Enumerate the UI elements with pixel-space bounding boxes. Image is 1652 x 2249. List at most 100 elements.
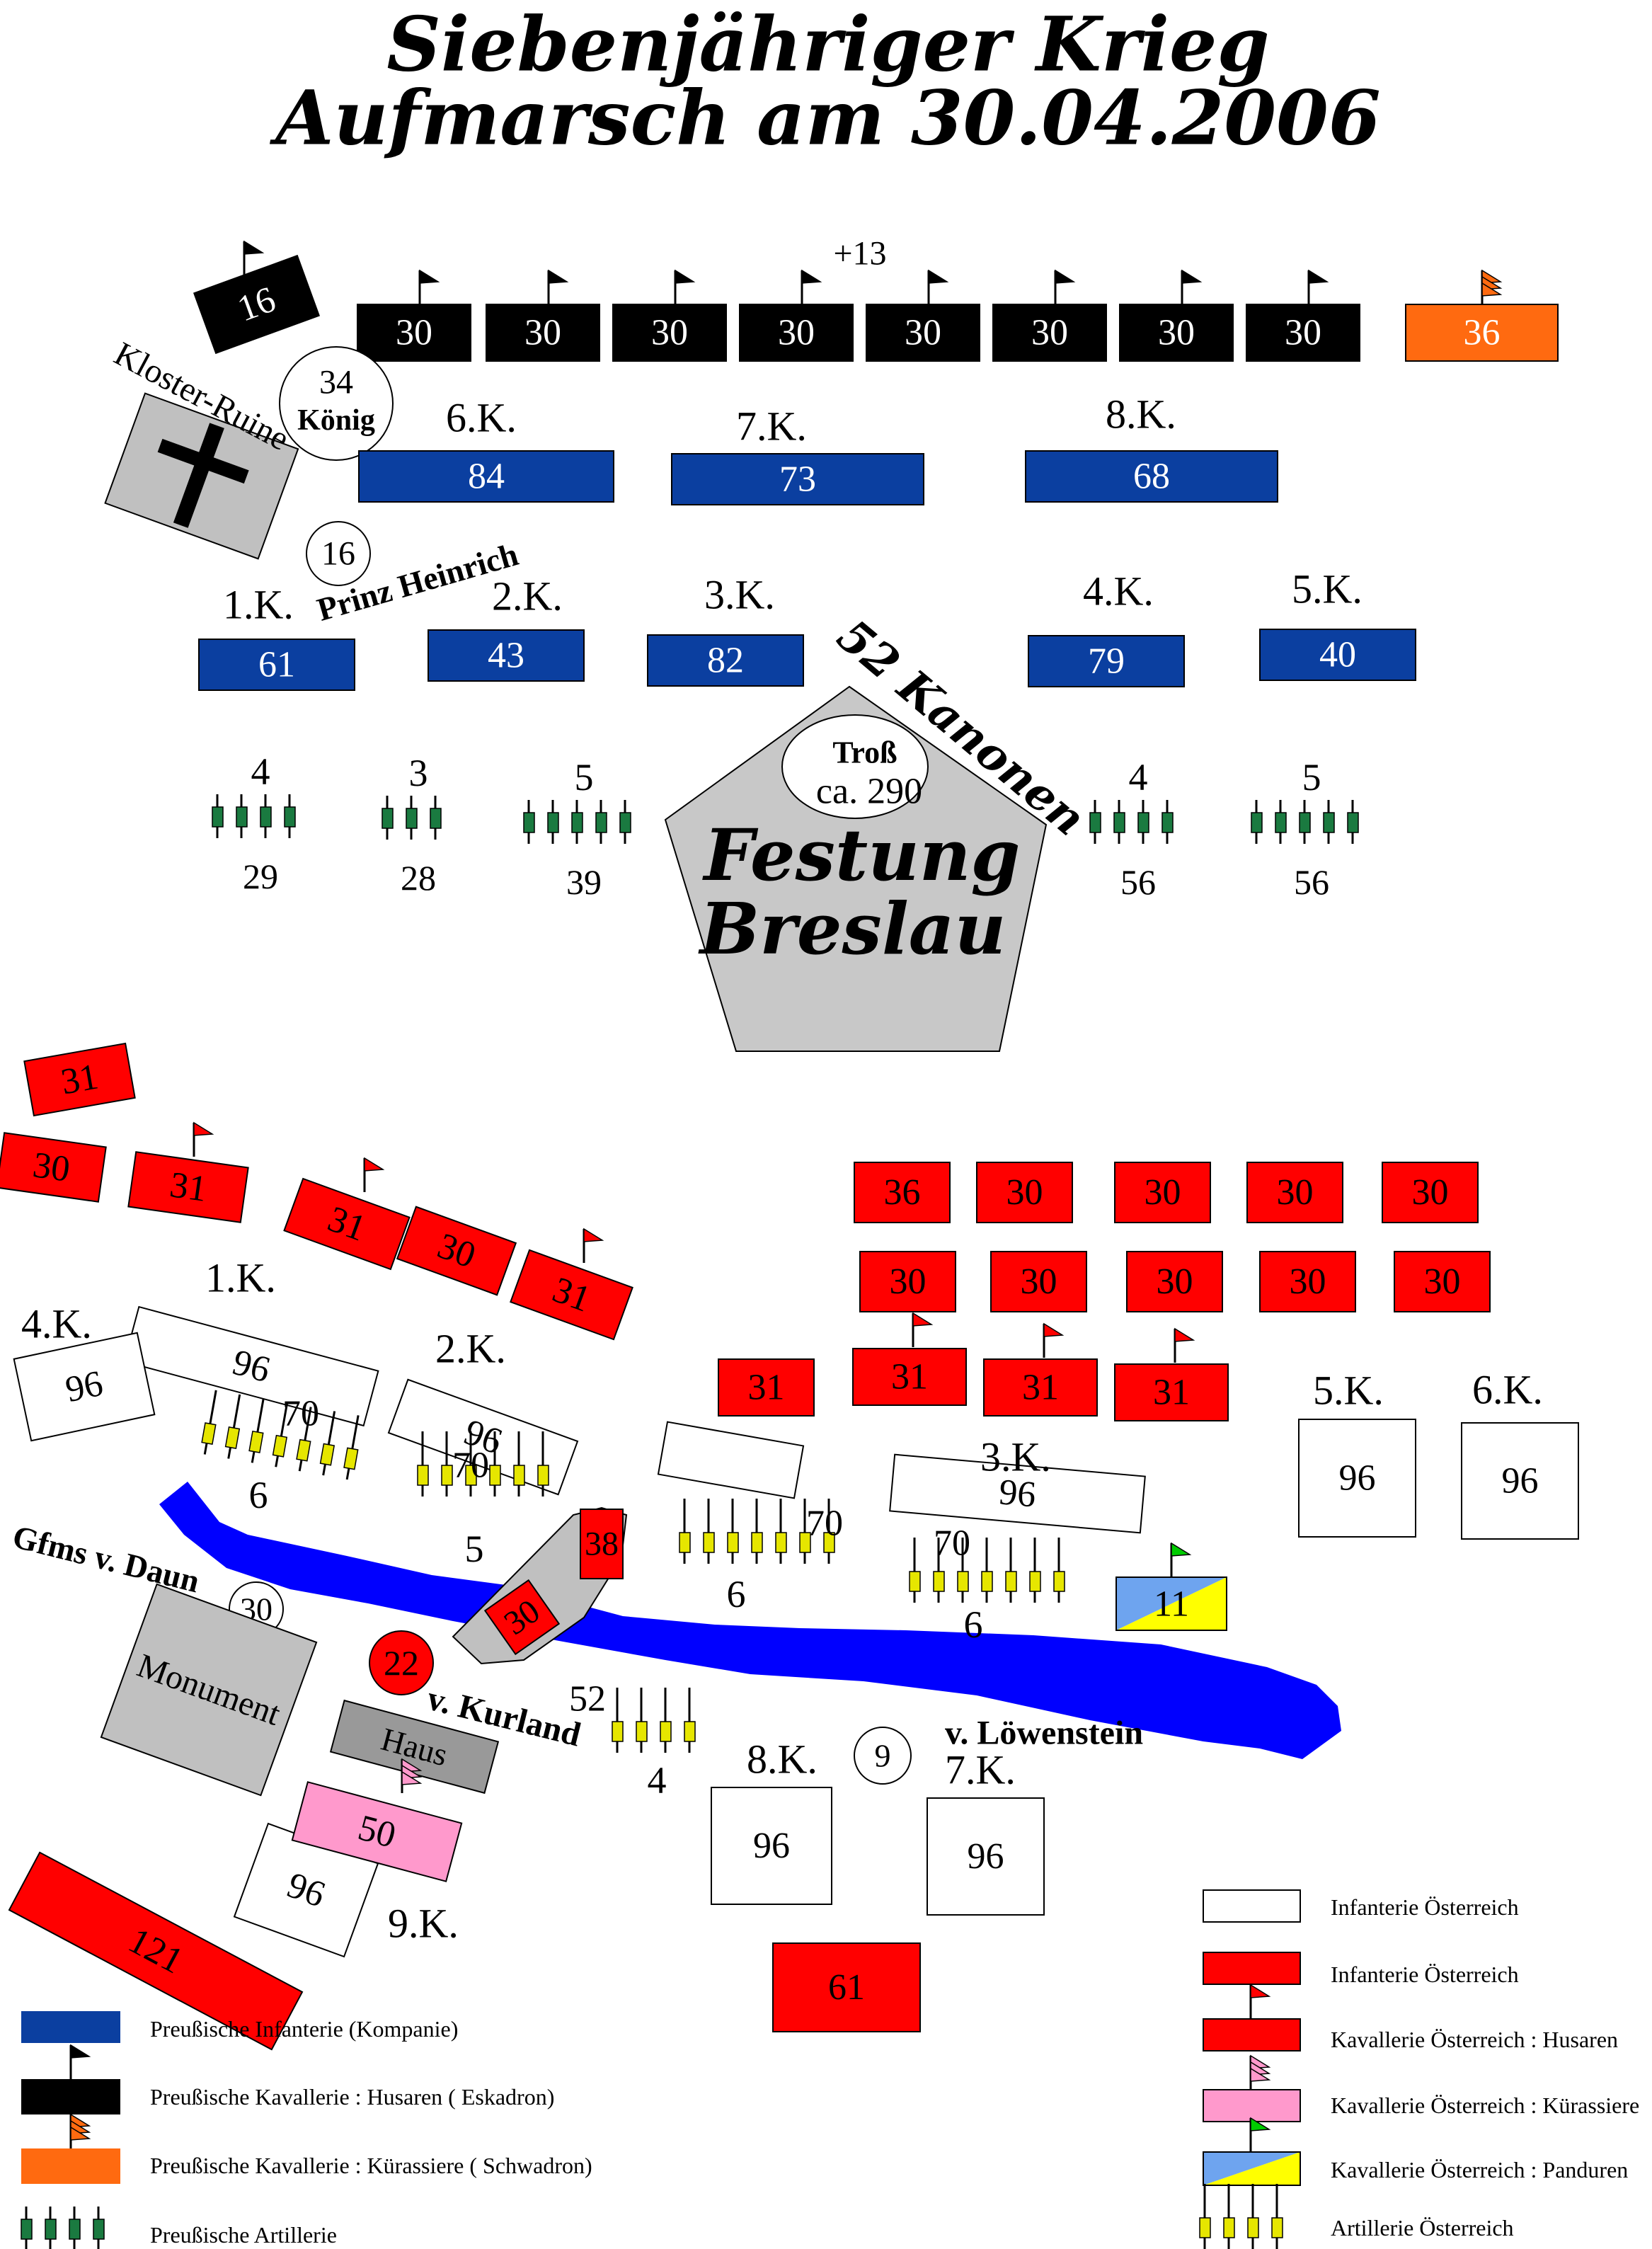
prussian-infantry-corps: 73 xyxy=(671,453,924,505)
austrian-red-unit: 38 xyxy=(580,1509,624,1579)
legend-swatch xyxy=(1203,2089,1301,2122)
unit-value: 36 xyxy=(1464,313,1501,353)
austrian-red-unit: 30 xyxy=(483,1579,561,1656)
austrian-red-unit: 30 xyxy=(1246,1162,1343,1223)
austrian-red-unit: 30 xyxy=(1114,1162,1211,1223)
unit-value: 30 xyxy=(651,313,688,353)
unit-value: 31 xyxy=(167,1164,209,1210)
legend-label: Kavallerie Österreich : Kürassiere xyxy=(1331,2093,1639,2118)
reserve-count: +13 xyxy=(833,235,886,273)
flag-icon xyxy=(1174,1327,1195,1363)
corps-label: 5.K. xyxy=(1292,566,1363,612)
legend-label: Infanterie Österreich xyxy=(1331,1962,1519,1987)
austrian-infantry-corps: 96 xyxy=(1298,1419,1416,1538)
unit-value: 31 xyxy=(58,1056,101,1102)
unit-value: 96 xyxy=(62,1363,107,1411)
legend-swatch xyxy=(1203,1952,1301,1985)
river xyxy=(159,1482,1341,1759)
prussian-infantry-corps: 43 xyxy=(428,629,585,682)
circle-value: 22 xyxy=(384,1643,419,1683)
haus: Haus xyxy=(329,1699,500,1795)
title-line-2: Aufmarsch am 30.04.2006 xyxy=(269,74,1380,162)
unit-value: 96 xyxy=(968,1836,1004,1877)
austrian-red-unit: 31 xyxy=(283,1177,411,1271)
battery-men: 70 xyxy=(282,1394,319,1434)
prussian-hussar-unit: 30 xyxy=(1246,304,1360,362)
flag-icon xyxy=(363,1157,385,1192)
prussian-artillery-icon xyxy=(212,794,296,838)
fortress-breslau xyxy=(664,685,1048,1052)
prussian-hussar-unit: 30 xyxy=(612,304,727,362)
austrian-red-unit: 31 xyxy=(127,1151,249,1223)
flag-icon xyxy=(927,269,949,304)
monument: Monument xyxy=(100,1583,318,1797)
tross-count: ca. 290 xyxy=(816,772,922,812)
battery-men: 70 xyxy=(806,1504,843,1544)
unit-value: 30 xyxy=(524,313,561,353)
legend-flag-icon xyxy=(69,2044,91,2079)
corps-label: 7.K. xyxy=(736,404,807,450)
legend-swatch xyxy=(1203,1889,1301,1923)
legend-label: Preußische Kavallerie : Kürassiere ( Sch… xyxy=(150,2153,592,2178)
unit-value: 30 xyxy=(905,313,941,353)
legend-label: Kavallerie Österreich : Panduren xyxy=(1331,2157,1628,2182)
legend-flag-icon xyxy=(1249,2117,1271,2152)
flag-icon xyxy=(418,269,440,304)
legend-swatch xyxy=(21,2011,120,2043)
prussian-artillery-icon xyxy=(1089,800,1174,844)
legend-flag-icon xyxy=(1249,2054,1271,2090)
legend-swatch xyxy=(21,2148,120,2184)
unit-value: 31 xyxy=(891,1357,928,1397)
austrian-artillery-icon xyxy=(612,1688,696,1753)
battery-guns: 6 xyxy=(727,1573,746,1615)
fortress-line-2: Breslau xyxy=(698,887,1006,971)
pandur-flag-icon xyxy=(1170,1542,1192,1577)
unit-value: 30 xyxy=(1290,1261,1326,1302)
unit-value: 30 xyxy=(1145,1172,1181,1213)
battery-guns: 5 xyxy=(575,756,594,799)
corps-label: 6.K. xyxy=(446,395,517,441)
corps-label: 7.K. xyxy=(945,1747,1016,1793)
unit-value: 73 xyxy=(779,459,816,500)
prussian-hussar-unit: 30 xyxy=(992,304,1107,362)
cross-icon xyxy=(173,423,224,528)
flag-icon xyxy=(547,269,569,304)
flag-icon xyxy=(1481,269,1503,304)
austrian-artillery-icon xyxy=(909,1538,1065,1603)
austrian-red-unit: 31 xyxy=(1114,1363,1229,1421)
kurland-marker xyxy=(369,1630,434,1695)
corps-label: 1.K. xyxy=(223,582,294,628)
legend-label: Artillerie Österreich xyxy=(1331,2215,1514,2241)
legend-label: Preußische Infanterie (Kompanie) xyxy=(150,2016,458,2042)
legend-flag-icon xyxy=(69,2113,91,2148)
unit-value: 30 xyxy=(396,313,432,353)
koenig-marker xyxy=(279,346,394,461)
prussian-hussar-unit: 30 xyxy=(486,304,600,362)
corps-label: 4.K. xyxy=(21,1301,92,1347)
legend-label: Preußische Artillerie xyxy=(150,2222,337,2248)
title-line-1: Siebenjähriger Krieg xyxy=(386,0,1269,88)
prussian-infantry-corps: 82 xyxy=(647,634,804,687)
koenig-value: 34 xyxy=(319,364,353,401)
unit-value: 96 xyxy=(753,1826,790,1866)
prussian-hussar-unit: 30 xyxy=(866,304,980,362)
austrian-red-unit: 30 xyxy=(1382,1162,1479,1223)
loewenstein-label: v. Löwenstein xyxy=(945,1715,1143,1752)
austrian-cuirassier-unit: 50 xyxy=(291,1781,463,1882)
corps-label: 2.K. xyxy=(492,573,563,619)
unit-value: 96 xyxy=(1502,1461,1539,1501)
austrian-red-unit: 30 xyxy=(1259,1251,1356,1312)
flag-icon xyxy=(801,269,822,304)
austrian-red-unit: 36 xyxy=(854,1162,951,1223)
austrian-infantry-corps: 96 xyxy=(13,1332,156,1442)
unit-value: 30 xyxy=(30,1145,72,1190)
unit-value: 30 xyxy=(1158,313,1195,353)
austrian-red-unit: 31 xyxy=(718,1358,815,1417)
unit-value: 30 xyxy=(890,1261,927,1302)
unit-value: 79 xyxy=(1088,641,1125,682)
corps-label: 3.K. xyxy=(980,1434,1051,1480)
battery-guns: 6 xyxy=(249,1474,268,1516)
corps-label: 3.K. xyxy=(704,572,775,618)
austrian-infantry-corps: 96 xyxy=(387,1378,579,1496)
